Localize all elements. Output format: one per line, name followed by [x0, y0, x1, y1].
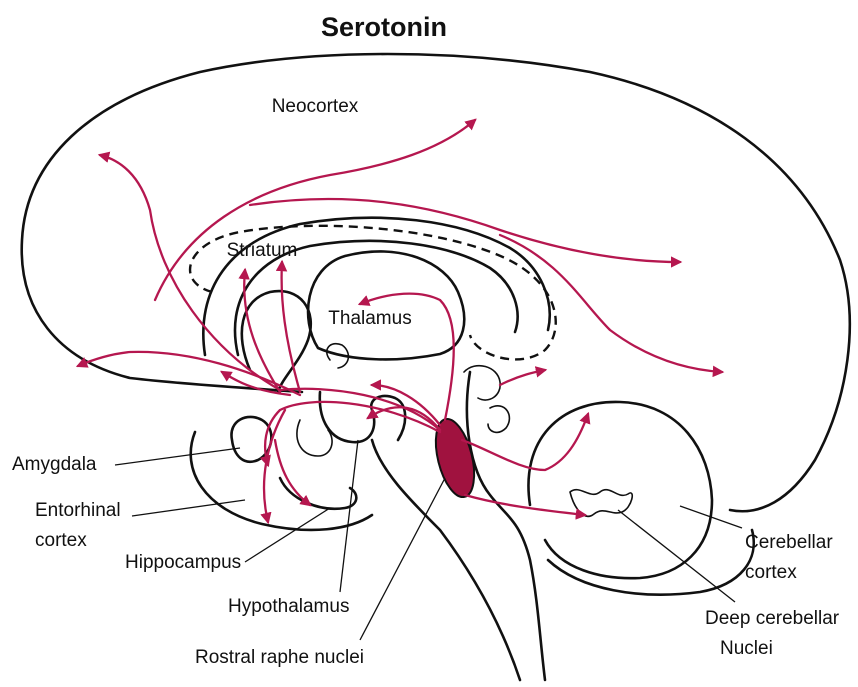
thalamus-outline — [308, 251, 464, 359]
projection-to-parietal-cortex — [500, 235, 722, 372]
leader-lines — [115, 440, 742, 640]
brainstem-outline-rear — [467, 372, 545, 680]
label-deep-cerebellar-line2: Nuclei — [720, 638, 773, 659]
label-cerebellar-line1: Cerebellar — [745, 532, 833, 553]
diagram-title: Serotonin — [321, 12, 447, 42]
deep-cerebellar-nuclei-shape — [570, 490, 632, 517]
projection-to-cerebellum-superior — [462, 414, 588, 470]
leader-raphe — [360, 478, 445, 640]
leader-amygdala — [115, 448, 240, 465]
tectum-fold — [488, 406, 509, 433]
leader-deep-cerebellar — [618, 510, 735, 602]
hippocampus-outline — [280, 478, 356, 509]
corpus-callosum-outer — [203, 218, 549, 355]
leader-hippocampus — [245, 508, 330, 562]
leader-hypothalamus — [340, 440, 358, 592]
brain-outlines — [22, 54, 850, 680]
projection-to-striatum-2 — [282, 262, 300, 392]
label-cerebellar-line2: cortex — [745, 562, 797, 583]
projection-to-posterior-cortex — [500, 370, 545, 385]
cerebellum-lower-outline — [548, 530, 754, 595]
label-neocortex: Neocortex — [272, 96, 359, 117]
hypothalamus-outline — [320, 392, 405, 442]
projection-to-deep-cerebellar-nuclei — [465, 495, 585, 515]
cerebellum-outline — [528, 402, 712, 578]
label-hippocampus: Hippocampus — [125, 552, 241, 573]
label-amygdala: Amygdala — [12, 454, 97, 475]
label-striatum: Striatum — [227, 240, 298, 261]
leader-entorhinal — [132, 500, 245, 516]
label-entorhinal-line2: cortex — [35, 530, 87, 551]
label-rostral-raphe-nuclei: Rostral raphe nuclei — [195, 647, 364, 668]
label-hypothalamus: Hypothalamus — [228, 596, 349, 617]
label-deep-cerebellar-line1: Deep cerebellar — [705, 608, 840, 629]
label-entorhinal-line1: Entorhinal — [35, 500, 121, 521]
fornix-outline — [242, 291, 311, 392]
label-thalamus: Thalamus — [328, 308, 411, 329]
